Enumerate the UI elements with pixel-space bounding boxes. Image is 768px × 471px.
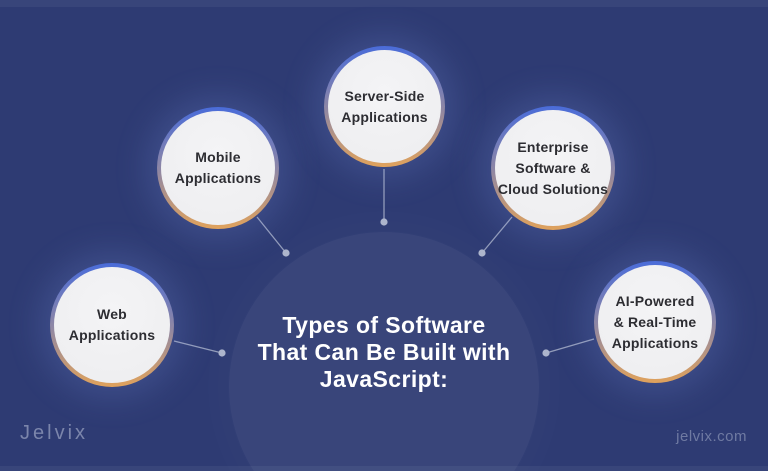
node-gradient-ring: Mobile Applications	[157, 107, 279, 229]
node-label: Server-Side Applications	[341, 87, 428, 125]
connector-mobile	[256, 216, 290, 257]
connector-web	[173, 340, 226, 357]
node-face: Web Applications	[54, 267, 170, 383]
node-web-applications: Web Applications	[50, 263, 174, 387]
node-enterprise-cloud-solutions: Enterprise Software & Cloud Solutions	[491, 106, 615, 230]
node-mobile-applications: Mobile Applications	[157, 107, 279, 229]
node-ai-realtime-applications: AI-Powered & Real-Time Applications	[594, 261, 716, 383]
node-label: Mobile Applications	[174, 149, 262, 186]
connector-dot-server	[380, 218, 388, 226]
connector-dot-enterprise	[478, 249, 486, 257]
node-gradient-ring: Server-Side Applications	[324, 46, 445, 167]
website-url: jelvix.com	[676, 428, 747, 445]
node-label: Enterprise Software & Cloud Solutions	[497, 138, 609, 197]
page-title: Types of Software That Can Be Built with…	[257, 312, 511, 392]
node-gradient-ring: AI-Powered & Real-Time Applications	[594, 261, 716, 383]
top-edge-highlight	[0, 0, 768, 7]
jelvix-logo: Jelvix	[20, 422, 89, 444]
connector-line-enterprise	[481, 216, 513, 254]
connector-server	[380, 169, 388, 226]
connector-dot-web	[218, 349, 226, 357]
center-dome-shape	[229, 232, 539, 471]
node-label: AI-Powered & Real-Time Applications	[611, 292, 699, 351]
node-server-side-applications: Server-Side Applications	[324, 46, 445, 167]
connector-line-web	[173, 340, 223, 354]
connector-ai	[542, 338, 595, 357]
connector-line-ai	[545, 338, 595, 354]
node-label: Web Applications	[68, 306, 156, 343]
node-face: AI-Powered & Real-Time Applications	[598, 265, 712, 379]
connector-enterprise	[478, 216, 513, 257]
node-gradient-ring: Enterprise Software & Cloud Solutions	[491, 106, 615, 230]
connector-dot-mobile	[282, 249, 290, 257]
connector-line-mobile	[256, 216, 287, 254]
node-gradient-ring: Web Applications	[50, 263, 174, 387]
node-face: Mobile Applications	[161, 111, 275, 225]
node-face: Enterprise Software & Cloud Solutions	[495, 110, 611, 226]
bottom-edge-highlight	[0, 466, 768, 471]
node-face: Server-Side Applications	[328, 50, 441, 163]
connector-dot-ai	[542, 349, 550, 357]
